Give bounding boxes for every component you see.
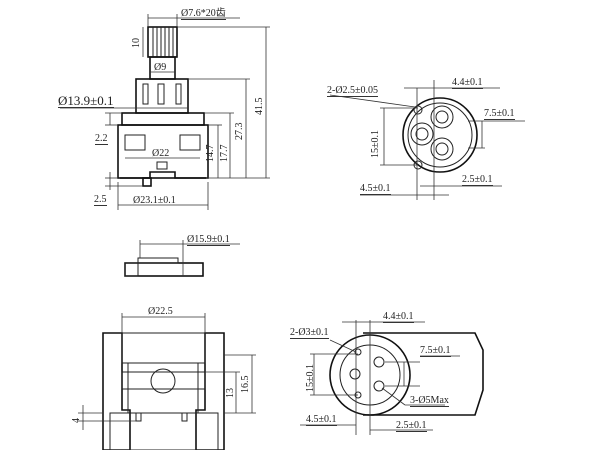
step-label: 4 <box>71 418 82 423</box>
offset-top-label: 4.4±0.1 <box>452 77 483 89</box>
port-spacing-label: 7.5±0.1 <box>484 108 515 120</box>
step-bottom-label: 2.5 <box>94 194 107 206</box>
seal-view <box>124 240 240 277</box>
height-27-label: 27.3 <box>234 122 245 141</box>
spline-label: Ø7.6*20齿 <box>181 8 226 20</box>
port-spacing-label: 7.5±0.1 <box>420 345 451 357</box>
spline-height-label: 10 <box>131 38 142 48</box>
height-total-label: 41.5 <box>254 97 265 116</box>
bottom-view <box>329 80 525 200</box>
stem-dia-label: Ø9 <box>154 62 167 73</box>
depth-16-label: 16.5 <box>240 375 251 394</box>
step-top-label: 2.2 <box>95 133 108 145</box>
side-view <box>60 14 270 210</box>
offset-bottom-left-label: 4.5±0.1 <box>306 414 337 426</box>
depth-13-label: 13 <box>225 388 236 398</box>
port-holes-label: 3-Ø5Max <box>410 395 449 407</box>
height-17-label: 17.7 <box>219 144 230 163</box>
pin-holes-label: 2-Ø3±0.1 <box>290 327 329 339</box>
offset-bottom-left-label: 4.5±0.1 <box>360 183 391 195</box>
pin-spacing-label: 15±0.1 <box>370 130 381 158</box>
offset-bottom-right-label: 2.5±0.1 <box>462 174 493 186</box>
pin-spacing-label: 15±0.1 <box>305 364 316 392</box>
seal-dia-label: Ø15.9±0.1 <box>187 234 230 246</box>
bore-dia-label: Ø22.5 <box>148 306 173 317</box>
offset-top-label: 4.4±0.1 <box>383 311 414 323</box>
body-dia-label: Ø22 <box>152 148 170 159</box>
height-14-label: 14.7 <box>205 144 216 163</box>
pin-holes-label: 2-Ø2.5±0.05 <box>327 85 379 97</box>
offset-bottom-right-label: 2.5±0.1 <box>396 420 427 432</box>
housing-section <box>78 313 256 450</box>
base-dia-label: Ø23.1±0.1 <box>133 195 176 206</box>
shoulder-dia-label: Ø13.9±0.1 <box>58 93 114 108</box>
